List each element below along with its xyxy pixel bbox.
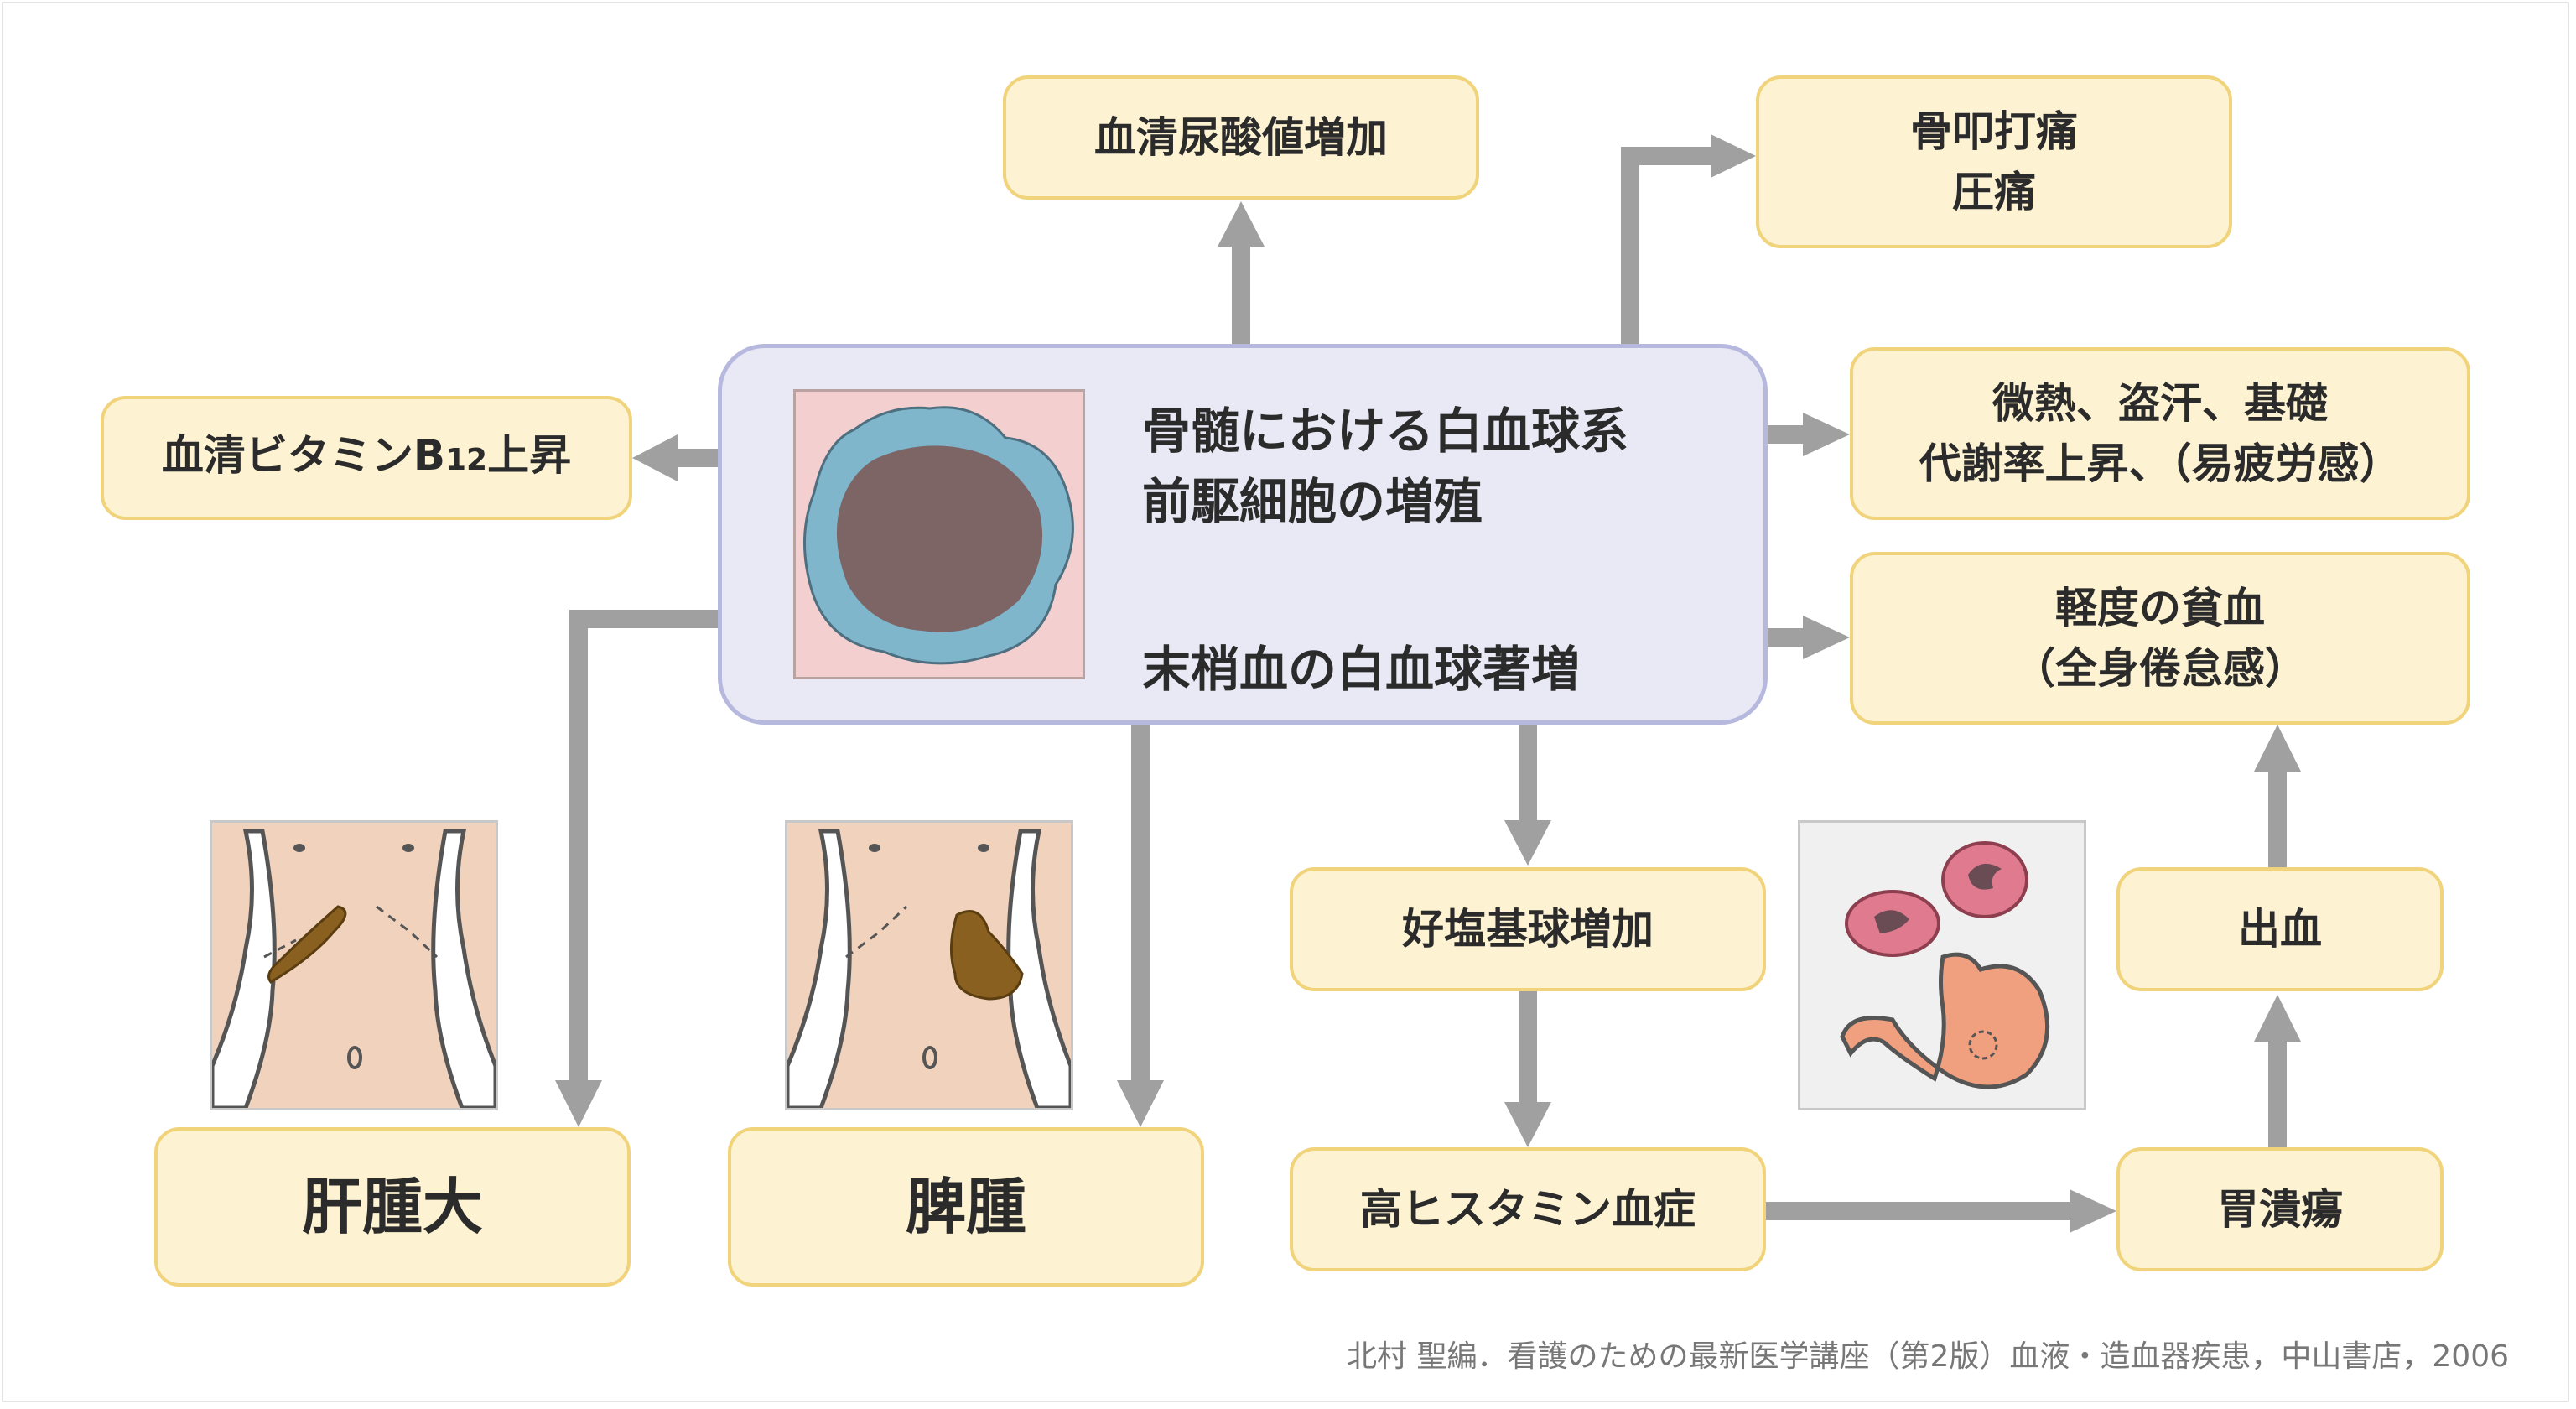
- center-line-3: 末梢血の白血球著増: [1142, 641, 1581, 698]
- bleeding-box: 出血: [2116, 867, 2444, 991]
- arrowhead-bleeding: [2254, 995, 2301, 1042]
- stomach-ulcer-icon: [1840, 841, 2050, 1089]
- fever-line-2: 代謝率上昇、（易疲労感）: [1919, 439, 2402, 488]
- liver-enlargement-illustration: [210, 820, 498, 1110]
- bleeding-label: 出血: [2238, 905, 2322, 954]
- hepatomegaly-box: 肝腫大: [154, 1127, 631, 1287]
- arrowhead-basophil: [1504, 820, 1551, 866]
- splenomegaly-box: 脾腫: [728, 1127, 1204, 1287]
- b12-subscript: 12: [445, 443, 488, 477]
- arrowhead-hepatomegaly: [555, 1080, 602, 1127]
- arrowhead-histamine: [1504, 1102, 1551, 1147]
- leukemic-cell-icon: [803, 406, 1074, 665]
- basophil-box: 好塩基球増加: [1290, 867, 1766, 991]
- ulcer-box: 胃潰瘍: [2116, 1147, 2444, 1271]
- citation: 北村 聖編．看護のための最新医学講座（第2版）血液・造血器疾患，中山書店，200…: [1347, 1339, 2509, 1374]
- histamine-label: 高ヒスタミン血症: [1360, 1185, 1696, 1234]
- bone-marrow-cell-illustration: [793, 389, 1085, 679]
- anemia-box: 軽度の貧血 （全身倦怠感）: [1850, 552, 2470, 725]
- arrow-to-hepatomegaly: [569, 610, 718, 1082]
- basophil-label: 好塩基球増加: [1402, 905, 1654, 954]
- uric-acid-label: 血清尿酸値増加: [1094, 113, 1388, 162]
- stomach-basophil-illustration: [1798, 820, 2086, 1110]
- bone-pain-line-2: 圧痛: [1952, 168, 2036, 216]
- arrowhead-fever: [1803, 413, 1850, 456]
- bone-pain-line-1: 骨叩打痛: [1910, 107, 2078, 156]
- b12-tail-text: 上昇: [487, 431, 572, 480]
- arrowhead-b12: [632, 434, 678, 481]
- hepatomegaly-label: 肝腫大: [301, 1172, 483, 1242]
- anemia-line-1: 軽度の貧血: [2055, 584, 2265, 632]
- anemia-line-2: （全身倦怠感）: [2013, 644, 2307, 693]
- histamine-box: 高ヒスタミン血症: [1290, 1147, 1766, 1271]
- fever-line-1: 微熱、盗汗、基礎: [1992, 379, 2328, 428]
- arrow-to-bone-pain: [1621, 147, 1714, 344]
- arrowhead-anemia: [1803, 616, 1850, 659]
- uric-acid-box: 血清尿酸値増加: [1003, 75, 1479, 200]
- arrowhead-uric-acid: [1218, 201, 1265, 247]
- abdomen-liver-icon: [212, 829, 496, 1108]
- arrowhead-ulcer: [2070, 1189, 2116, 1233]
- fever-box: 微熱、盗汗、基礎 代謝率上昇、（易疲労感）: [1850, 347, 2470, 520]
- arrowhead-bone-pain: [1711, 134, 1756, 178]
- ulcer-label: 胃潰瘍: [2217, 1185, 2343, 1234]
- splenomegaly-label: 脾腫: [905, 1172, 1026, 1242]
- center-line-2: 前駆細胞の増殖: [1142, 473, 1483, 530]
- abdomen-spleen-icon: [787, 829, 1071, 1108]
- arrowhead-anemia-from-bleeding: [2254, 725, 2301, 772]
- bone-pain-box: 骨叩打痛 圧痛: [1756, 75, 2232, 248]
- center-line-1: 骨髄における白血球系: [1142, 403, 1629, 460]
- b12-box: 血清ビタミンB12上昇: [101, 396, 632, 520]
- b12-main-text: 血清ビタミンB: [161, 431, 445, 480]
- spleen-enlargement-illustration: [785, 820, 1073, 1110]
- b12-label: 血清ビタミンB12上昇: [162, 425, 571, 491]
- arrowhead-splenomegaly: [1117, 1080, 1164, 1127]
